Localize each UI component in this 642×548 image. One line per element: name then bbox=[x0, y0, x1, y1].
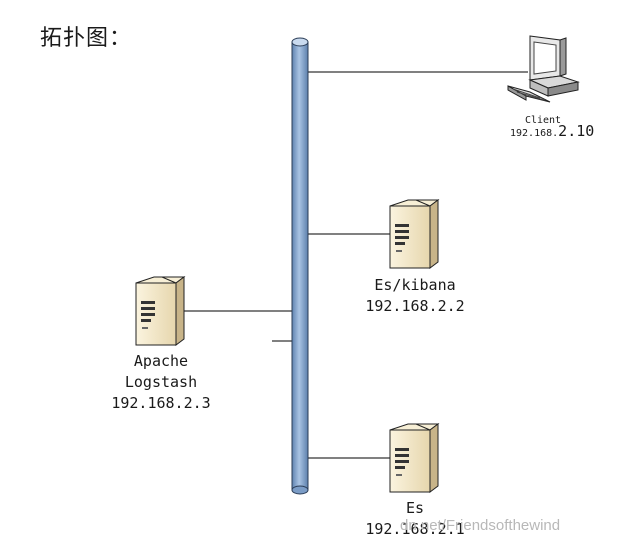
client-label: Client bbox=[508, 113, 578, 128]
client-computer-icon bbox=[507, 35, 580, 103]
client-ip-prefix: 192.168. bbox=[510, 128, 559, 139]
client-ip: 192.168.2.10 bbox=[510, 124, 610, 141]
es-kibana-ip: 192.168.2.2 bbox=[365, 297, 465, 315]
diagram-title: 拓扑图： bbox=[40, 26, 133, 51]
es-label: Es 192.168.2.1 bbox=[340, 498, 490, 540]
apache-logstash-name-line1: Apache bbox=[133, 352, 189, 370]
apache-logstash-server-icon bbox=[135, 276, 185, 346]
client-name: Client bbox=[524, 115, 562, 126]
es-kibana-name: Es/kibana bbox=[374, 276, 456, 294]
apache-logstash-label: Apache Logstash 192.168.2.3 bbox=[86, 351, 236, 414]
network-bus bbox=[291, 37, 309, 495]
es-kibana-label: Es/kibana 192.168.2.2 bbox=[340, 275, 490, 317]
client-ip-suffix: 2.10 bbox=[558, 122, 595, 140]
es-server-icon bbox=[389, 423, 439, 493]
apache-logstash-name-line2: Logstash bbox=[124, 373, 198, 391]
watermark-text: dn.net/Friendsofthewind bbox=[400, 517, 561, 534]
es-ip: 192.168.2.1 bbox=[365, 520, 465, 538]
apache-logstash-ip: 192.168.2.3 bbox=[111, 394, 211, 412]
es-kibana-server-icon bbox=[389, 199, 439, 269]
es-name: Es bbox=[405, 499, 425, 517]
